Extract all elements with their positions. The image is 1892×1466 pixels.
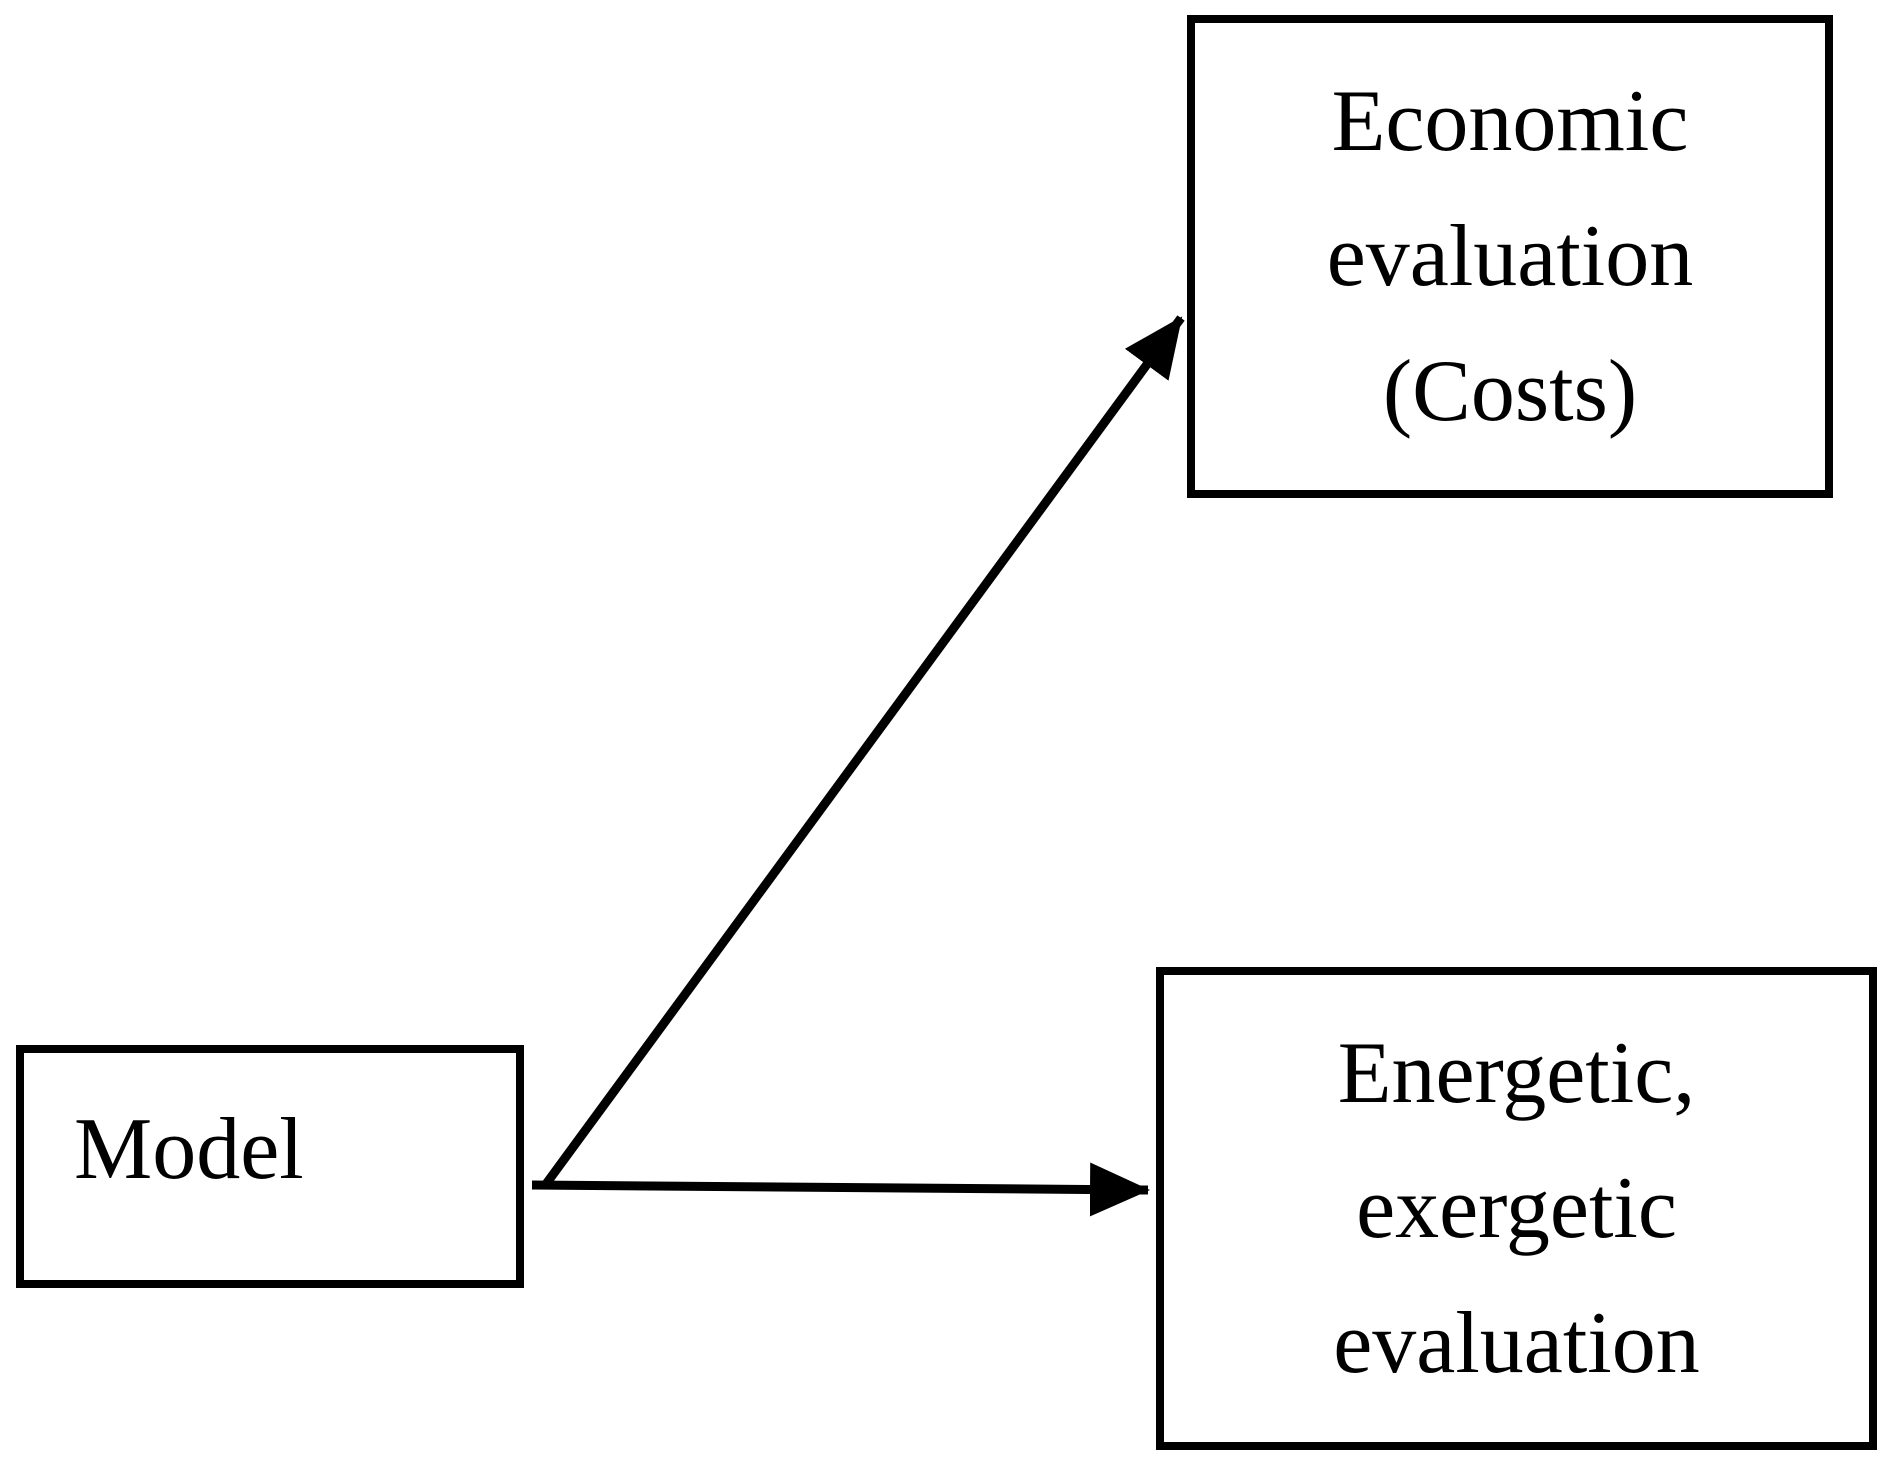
- energetic-exergetic-label-line2: exergetic: [1356, 1160, 1677, 1257]
- arrow-model-to-energetic: [531, 1162, 1150, 1217]
- economic-evaluation-label-line2: evaluation: [1326, 208, 1694, 305]
- energetic-exergetic-node: Energetic, exergetic evaluation: [1156, 967, 1877, 1450]
- economic-evaluation-label-line3: (Costs): [1382, 343, 1638, 440]
- economic-evaluation-node: Economic evaluation (Costs): [1187, 15, 1833, 498]
- model-label: Model: [74, 1101, 304, 1198]
- arrow-model-to-economic: [542, 315, 1185, 1187]
- model-node: Model: [16, 1045, 524, 1288]
- economic-evaluation-label-line1: Economic: [1331, 73, 1689, 170]
- energetic-exergetic-label-line3: evaluation: [1333, 1295, 1700, 1392]
- energetic-exergetic-label-line1: Energetic,: [1337, 1025, 1696, 1122]
